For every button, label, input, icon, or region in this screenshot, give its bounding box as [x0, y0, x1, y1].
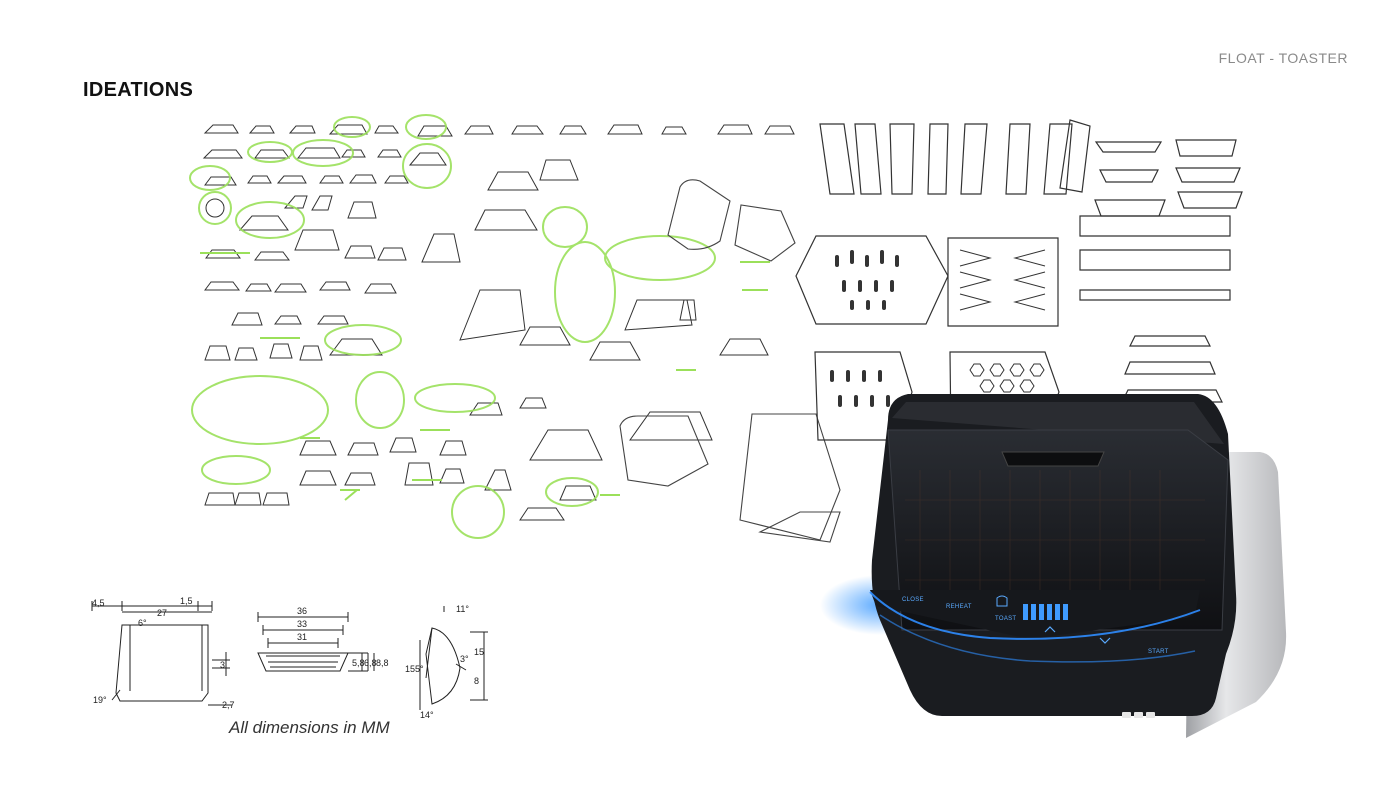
- control-close[interactable]: CLOSE: [902, 597, 924, 603]
- concept-sketches: [619, 179, 841, 543]
- brand-title: FLOAT - TOASTER: [1218, 50, 1348, 66]
- dim-c2: 15: [474, 647, 484, 657]
- level-bar-2: [1031, 604, 1036, 620]
- control-labels: CLOSE REHEAT TOAST START: [902, 597, 1169, 655]
- dim-b2: 33: [297, 619, 307, 629]
- green-annotations: [200, 252, 770, 501]
- dim-a1: 4,5: [92, 598, 105, 608]
- dim-a5: 3: [220, 660, 225, 670]
- dim-a2: 27: [157, 608, 167, 618]
- level-bar-5: [1055, 604, 1060, 620]
- heating-grid: [905, 470, 1205, 610]
- dim-b5: 6,8: [364, 658, 377, 668]
- level-bar-6: [1063, 604, 1068, 620]
- dim-c1: 11°: [456, 604, 469, 614]
- side-buttons: [1122, 712, 1155, 718]
- chevron-up-icon: [1044, 626, 1056, 633]
- control-reheat[interactable]: REHEAT: [946, 604, 972, 610]
- level-bar-1: [1023, 604, 1028, 620]
- dim-b6: 8,8: [376, 658, 389, 668]
- level-indicator: [1023, 604, 1068, 620]
- grille-slots: [830, 250, 899, 407]
- dim-a4: 6°: [138, 618, 147, 628]
- thumbnail-sketches: [202, 124, 795, 521]
- dimension-labels: 4,5 27 1,5 6° 3 19° 2,7 36 33 31 5,8 6,8…: [92, 596, 484, 720]
- toaster-handle: [1001, 451, 1105, 467]
- dim-c6: 14°: [420, 710, 434, 720]
- technical-drawing-b: [257, 612, 375, 672]
- dim-b3: 31: [297, 632, 307, 642]
- grille-triangles: [959, 249, 1046, 311]
- control-toast[interactable]: TOAST: [995, 616, 1016, 622]
- technical-drawing-c: [419, 606, 488, 710]
- dim-b1: 36: [297, 606, 307, 616]
- dim-a7: 2,7: [222, 700, 235, 710]
- hex-pattern: [969, 363, 1045, 393]
- section-title: IDEATIONS: [83, 79, 194, 101]
- profile-sketches: [819, 119, 1243, 301]
- highlight-circles: [189, 114, 716, 539]
- chevron-down-icon: [1099, 637, 1111, 644]
- toaster-render: CLOSE REHEAT TOAST START: [820, 394, 1287, 738]
- control-start[interactable]: START: [1148, 649, 1169, 655]
- toast-icon: [996, 595, 1008, 607]
- dim-a3: 1,5: [180, 596, 193, 606]
- level-bar-3: [1039, 604, 1044, 620]
- led-line: [869, 591, 1201, 640]
- dim-b4: 5,8: [352, 658, 365, 668]
- dim-c5: 8: [474, 676, 479, 686]
- technical-drawing-a: [91, 601, 232, 706]
- dim-a6: 19°: [93, 695, 107, 705]
- dim-c3: 3°: [460, 654, 469, 664]
- dimensions-note: All dimensions in MM: [229, 718, 390, 737]
- dim-c4: 155°: [405, 664, 424, 674]
- level-bar-4: [1047, 604, 1052, 620]
